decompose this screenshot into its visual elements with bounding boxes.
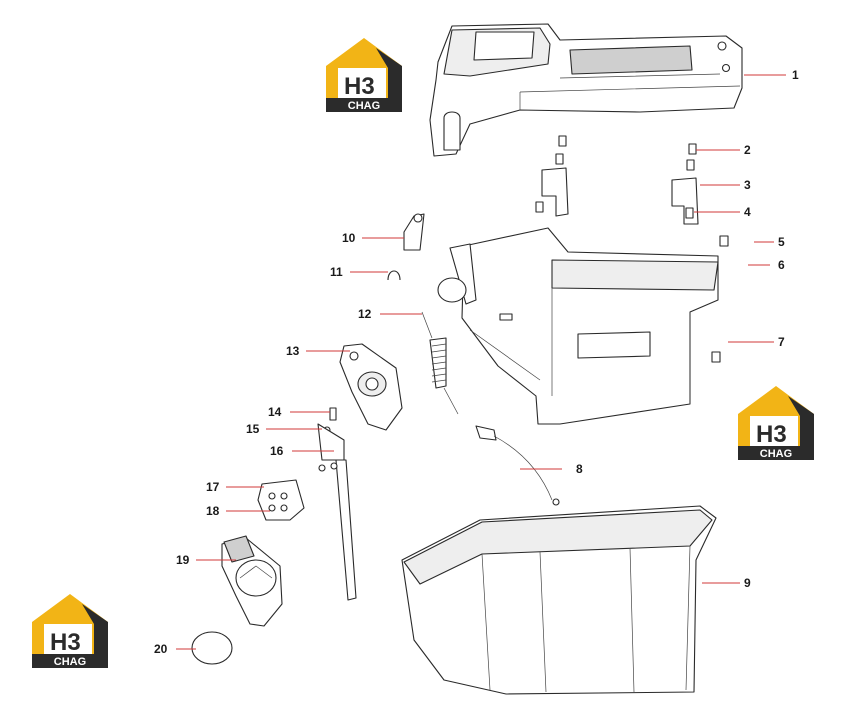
part-19-cup-holder bbox=[221, 535, 283, 627]
part-11-clip bbox=[387, 270, 401, 281]
callout-label-7: 7 bbox=[778, 335, 785, 349]
logo-mark: H3 bbox=[50, 629, 81, 656]
part-1-top-cover bbox=[429, 23, 743, 157]
callout-label-1: 1 bbox=[792, 68, 799, 82]
part-12-spring bbox=[421, 311, 459, 415]
callout-label-4: 4 bbox=[744, 205, 751, 219]
brand-logo-top: H3 CHAG bbox=[326, 38, 402, 112]
callout-label-9: 9 bbox=[744, 576, 751, 590]
brand-logo-bottom: H3 CHAG bbox=[32, 594, 108, 668]
part-14-15-16-linkage bbox=[317, 407, 357, 601]
logo-mark: H3 bbox=[344, 73, 375, 100]
part-17-18-plate bbox=[257, 479, 305, 521]
callout-label-6: 6 bbox=[778, 258, 785, 272]
part-10-latch bbox=[403, 213, 425, 251]
callout-label-8: 8 bbox=[576, 462, 583, 476]
callout-label-5: 5 bbox=[778, 235, 785, 249]
callout-label-2: 2 bbox=[744, 143, 751, 157]
callout-label-11: 11 bbox=[330, 265, 343, 279]
callout-label-19: 19 bbox=[176, 553, 190, 567]
callout-label-18: 18 bbox=[206, 504, 220, 518]
callout-label-15: 15 bbox=[246, 422, 260, 436]
leader-lines bbox=[176, 74, 786, 650]
callout-label-17: 17 bbox=[206, 480, 220, 494]
part-20-cap bbox=[191, 631, 233, 665]
callout-label-10: 10 bbox=[342, 231, 356, 245]
brand-logo-right: H3 CHAG bbox=[738, 386, 814, 460]
part-8-rod bbox=[475, 425, 560, 506]
logo-mark: H3 bbox=[756, 421, 787, 448]
callout-label-20: 20 bbox=[154, 642, 168, 656]
callout-label-14: 14 bbox=[268, 405, 282, 419]
callout-label-3: 3 bbox=[744, 178, 751, 192]
main-frame-housing bbox=[437, 227, 729, 425]
logo-name: CHAG bbox=[348, 100, 380, 112]
logo-name: CHAG bbox=[760, 448, 792, 460]
part-13-lock-plate bbox=[339, 343, 403, 431]
callout-label-16: 16 bbox=[270, 444, 284, 458]
logo-name: CHAG bbox=[54, 656, 86, 668]
part-9-lower-tray bbox=[401, 505, 717, 695]
callout-labels: 1 2 3 4 5 6 7 8 9 10 11 12 13 14 15 16 1… bbox=[154, 68, 799, 656]
part-2-3-4-brackets bbox=[535, 135, 699, 225]
callout-label-13: 13 bbox=[286, 344, 300, 358]
callout-label-12: 12 bbox=[358, 307, 372, 321]
bolt-group bbox=[535, 135, 697, 219]
